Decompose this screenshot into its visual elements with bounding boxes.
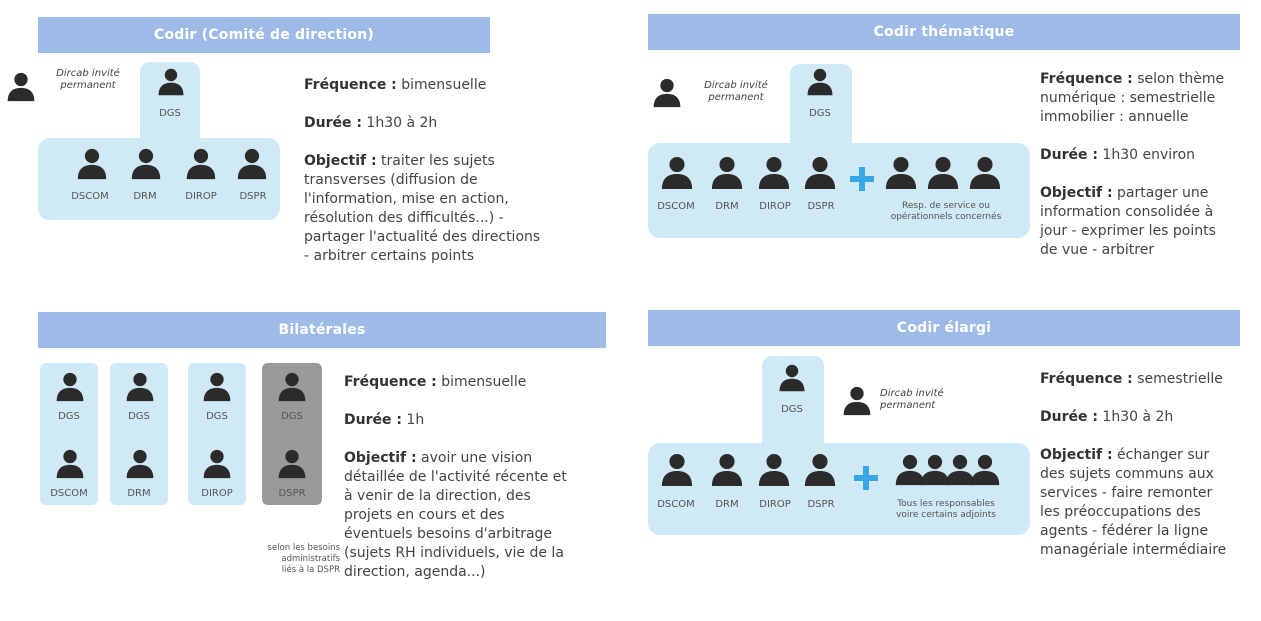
person-icon [185,147,217,181]
person-icon [125,370,155,404]
bilat-col-box-gray [262,363,322,505]
elargi-member-label: DSPR [807,499,835,510]
codir-member-label: DSPR [239,191,267,202]
person-icon [806,66,834,98]
person-icon [277,447,307,481]
elargi-member-label: DIROP [759,499,791,510]
elargi-header: Codir élargi [648,310,1240,346]
plus-icon [852,464,880,492]
theme-member-label: DSCOM [657,201,695,212]
bilat-col-box [40,363,98,505]
person-icon [968,155,1002,191]
codir-description: Fréquence : bimensuelle Durée : 1h30 à 2… [304,77,541,264]
theme-dgs-label: DGS [809,108,831,119]
person-icon [803,452,837,488]
person-icon [125,447,155,481]
person-icon [842,384,872,418]
bilat-bottom-label: DSPR [278,488,306,499]
bilat-bottom-label: DIROP [201,488,233,499]
codir-header: Codir (Comité de direction) [38,17,490,53]
bilat-col-box [188,363,246,505]
person-icon [757,155,791,191]
theme-description: Fréquence : selon thème numérique : seme… [1040,71,1225,258]
bilat-top-label: DGS [58,411,80,422]
elargi-description: Fréquence : semestrielle Durée : 1h30 à … [1040,371,1227,558]
bilat-bottom-label: DRM [127,488,151,499]
person-icon [55,447,85,481]
person-icon [969,452,1001,488]
person-icon [710,155,744,191]
person-icon [660,155,694,191]
person-icon [236,147,268,181]
codir-member-label: DRM [133,191,157,202]
bilat-description: Fréquence : bimensuelle Durée : 1h Objec… [344,374,567,580]
person-icon [710,452,744,488]
person-icon [76,147,108,181]
person-icon [130,147,162,181]
codir-dgs-label: DGS [159,108,181,119]
person-icon [6,70,36,104]
elargi-member-label: DRM [715,499,739,510]
theme-member-label: DSPR [807,201,835,212]
person-icon [652,76,682,110]
codir-member-label: DSCOM [71,191,109,202]
person-icon [884,155,918,191]
person-icon [926,155,960,191]
elargi-members-box [648,443,1030,535]
bilat-top-label: DGS [206,411,228,422]
bilat-bottom-label: DSCOM [50,488,88,499]
bilat-top-label: DGS [128,411,150,422]
person-icon [55,370,85,404]
bilat-top-label: DGS [281,411,303,422]
person-icon [157,66,185,98]
plus-icon [848,165,876,193]
person-icon [202,447,232,481]
person-icon [277,370,307,404]
theme-members-box [648,143,1030,238]
person-icon [803,155,837,191]
theme-member-label: DRM [715,201,739,212]
person-icon [778,362,806,394]
codir-member-label: DIROP [185,191,217,202]
bilat-header: Bilatérales [38,312,606,348]
theme-header: Codir thématique [648,14,1240,50]
person-icon [660,452,694,488]
person-icon [757,452,791,488]
elargi-member-label: DSCOM [657,499,695,510]
bilat-col-box [110,363,168,505]
theme-member-label: DIROP [759,201,791,212]
person-icon [202,370,232,404]
elargi-dgs-label: DGS [781,404,803,415]
